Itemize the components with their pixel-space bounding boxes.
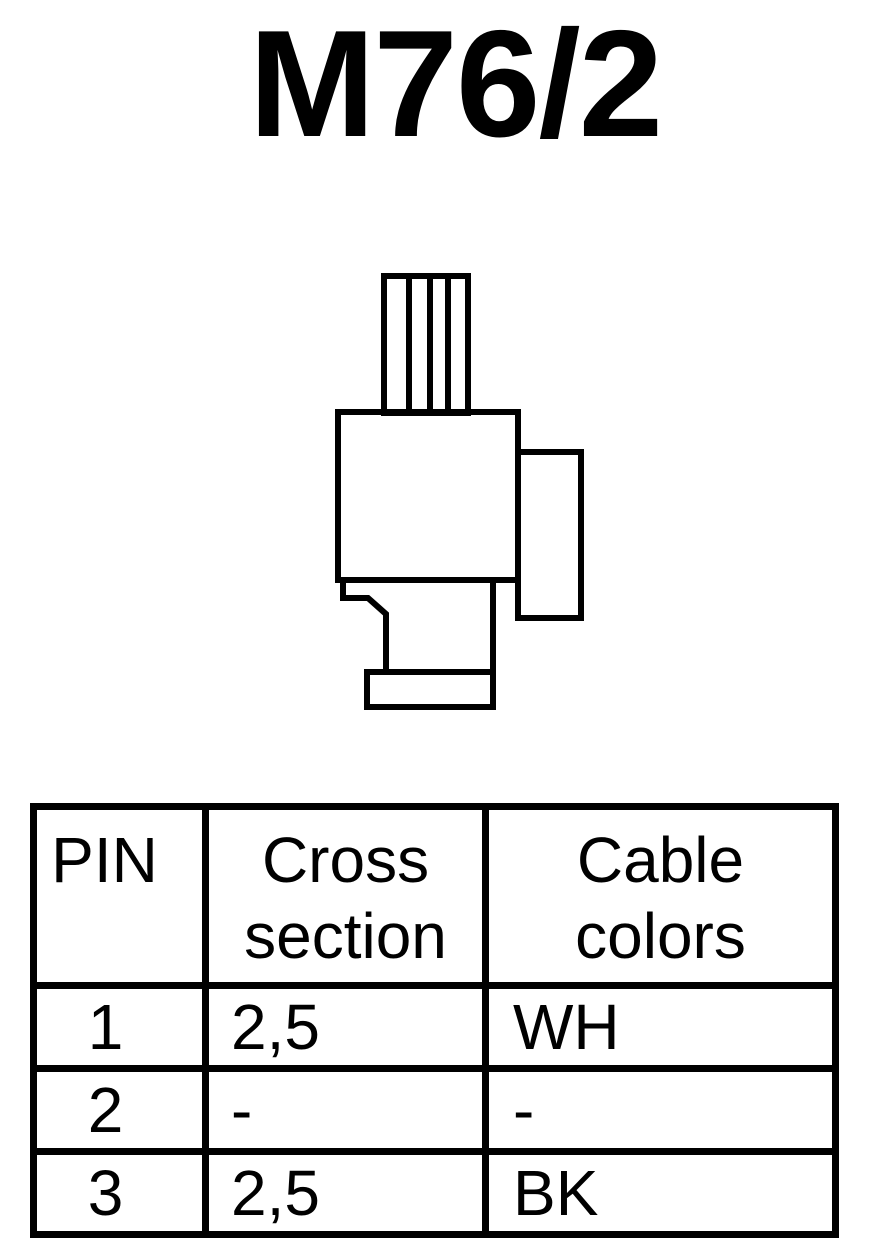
- pin-number: 2: [30, 1065, 209, 1155]
- connector-lower-body: [340, 580, 496, 675]
- header-cross-section-line: section: [244, 900, 447, 972]
- header-pin: PIN: [30, 803, 209, 989]
- table-row: 2 - -: [30, 1065, 839, 1155]
- header-cross-section-line: Cross: [261, 824, 430, 896]
- connector-latch: [515, 449, 584, 621]
- connector-foot: [364, 669, 496, 710]
- pin-number: 3: [30, 1148, 209, 1238]
- table-row: 1 2,5 WH: [30, 982, 839, 1072]
- cable-color-value: -: [482, 1065, 839, 1155]
- cross-section-value: -: [202, 1065, 489, 1155]
- connector-pins: [381, 273, 471, 416]
- header-cable-colors: Cable colors: [482, 803, 839, 989]
- connector-housing: [335, 409, 521, 583]
- cable-color-value: WH: [482, 982, 839, 1072]
- pin-number: 1: [30, 982, 209, 1072]
- cross-section-value: 2,5: [202, 1148, 489, 1238]
- pin-assignment-table: PIN Cross section Cable colors 1 2,5 WH …: [30, 803, 839, 1238]
- connector-drawing: [335, 273, 584, 710]
- cross-section-value: 2,5: [202, 982, 489, 1072]
- table-header-row: PIN Cross section Cable colors: [30, 803, 839, 989]
- page-title: M76/2: [248, 0, 663, 169]
- header-cross-section: Cross section: [202, 803, 489, 989]
- table-row: 3 2,5 BK: [30, 1148, 839, 1238]
- cable-color-value: BK: [482, 1148, 839, 1238]
- header-cable-colors-line: Cable: [576, 824, 745, 896]
- header-cable-colors-line: colors: [575, 900, 746, 972]
